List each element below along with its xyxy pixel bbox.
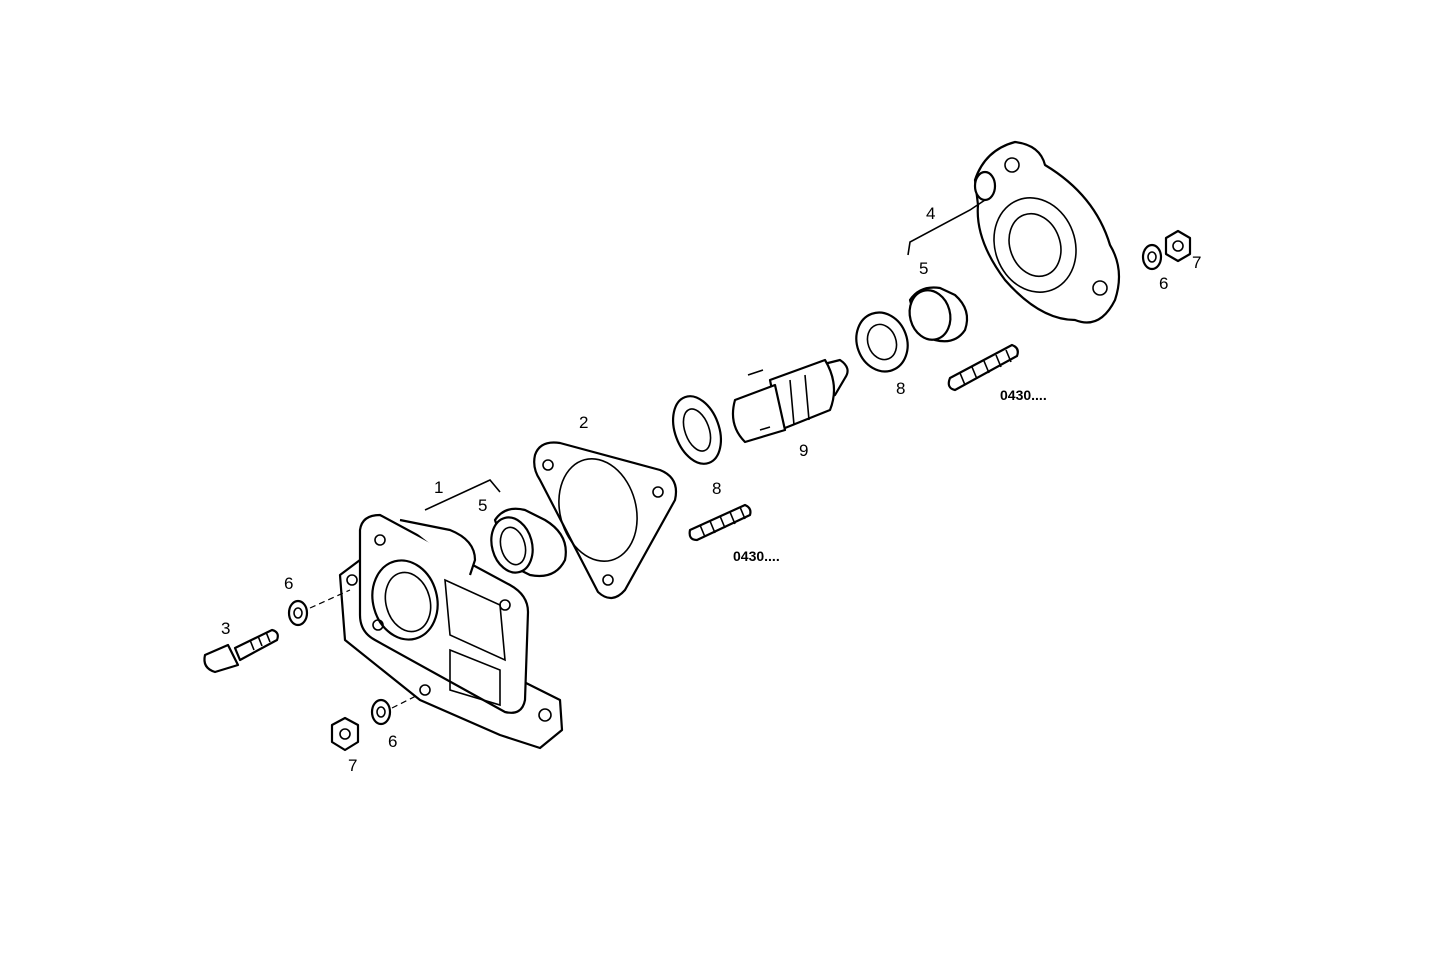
rear-washer-part[interactable] xyxy=(1141,243,1163,271)
stud-code-rear: 0430.... xyxy=(1000,387,1047,403)
label-6-bottom: 6 xyxy=(388,732,397,751)
label-7-rear: 7 xyxy=(1192,253,1201,272)
stud-code-front: 0430.... xyxy=(733,548,780,564)
label-8-rear: 8 xyxy=(896,379,905,398)
front-washer-bottom-part[interactable] xyxy=(370,698,392,726)
label-6-top: 6 xyxy=(284,574,293,593)
label-5-rear: 5 xyxy=(919,259,928,278)
centerline xyxy=(391,694,419,709)
front-stud-part[interactable] xyxy=(688,503,752,542)
label-7-front: 7 xyxy=(348,756,357,775)
rear-nut-part[interactable] xyxy=(1164,229,1192,263)
label-8-front: 8 xyxy=(712,479,721,498)
rear-seal-part[interactable] xyxy=(848,305,916,378)
rear-stud-part[interactable] xyxy=(947,343,1019,392)
label-2: 2 xyxy=(579,413,588,432)
front-bushing-part[interactable] xyxy=(485,507,567,578)
rear-bushing-part[interactable] xyxy=(904,286,969,345)
label-4: 4 xyxy=(926,204,935,223)
label-6-rear: 6 xyxy=(1159,274,1168,293)
centerline xyxy=(309,589,351,609)
rear-cover-part[interactable] xyxy=(973,140,1121,324)
front-housing-part[interactable] xyxy=(338,513,564,750)
label-5-front: 5 xyxy=(478,496,487,515)
bolt-part[interactable] xyxy=(203,628,279,674)
front-seal-part[interactable] xyxy=(664,390,729,471)
front-washer-top-part[interactable] xyxy=(287,599,309,627)
front-nut-part[interactable] xyxy=(330,716,360,752)
label-1: 1 xyxy=(434,478,443,497)
leader-line-1 xyxy=(424,479,501,511)
label-9: 9 xyxy=(799,441,808,460)
gear-shaft-part[interactable] xyxy=(731,358,849,444)
gasket-part[interactable] xyxy=(533,441,678,600)
leader-line-4 xyxy=(907,199,986,256)
label-3: 3 xyxy=(221,619,230,638)
